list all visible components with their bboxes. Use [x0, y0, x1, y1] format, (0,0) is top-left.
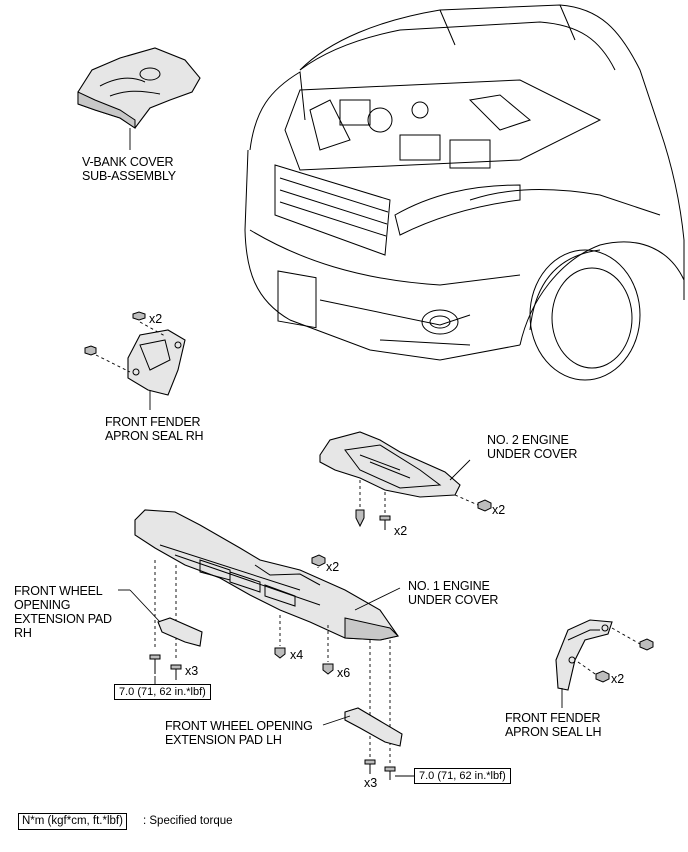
- label-no1-under-cover: NO. 1 ENGINE UNDER COVER: [408, 579, 499, 607]
- qty-no2-clip: x2: [394, 524, 408, 538]
- apron-seal-rh-part: [84, 311, 186, 410]
- qty-no2-bolt: x2: [492, 503, 506, 517]
- no2-under-cover-part: [319, 431, 492, 530]
- qty-no1-right: x6: [337, 666, 351, 680]
- no1-under-cover-part: [134, 509, 401, 766]
- label-apron-seal-rh: FRONT FENDER APRON SEAL RH: [105, 415, 204, 443]
- label-v-bank-cover: V-BANK COVER SUB-ASSEMBLY: [82, 155, 176, 183]
- label-no2-under-cover: NO. 2 ENGINE UNDER COVER: [487, 433, 578, 461]
- extension-pad-lh-part: [322, 707, 414, 780]
- label-extension-pad-rh: FRONT WHEEL OPENING EXTENSION PAD RH: [14, 584, 112, 640]
- qty-rh-seal-top: x2: [149, 312, 163, 326]
- qty-lh-pad: x3: [364, 776, 378, 790]
- qty-no1-top: x2: [326, 560, 340, 574]
- extension-pad-rh-part: [118, 589, 203, 647]
- apron-seal-lh-part: [555, 619, 654, 708]
- qty-lh-seal: x2: [611, 672, 625, 686]
- legend-torque-text: : Specified torque: [143, 815, 233, 827]
- torque-spec-right: 7.0 (71, 62 in.*lbf): [414, 768, 511, 784]
- torque-spec-left: 7.0 (71, 62 in.*lbf): [114, 684, 211, 700]
- qty-rh-pad: x3: [185, 664, 199, 678]
- legend-torque-unit: N*m (kgf*cm, ft.*lbf): [18, 813, 127, 830]
- label-apron-seal-lh: FRONT FENDER APRON SEAL LH: [505, 711, 602, 739]
- vehicle-front-illustration: [244, 4, 685, 381]
- qty-no1-mid: x4: [290, 648, 304, 662]
- label-extension-pad-lh: FRONT WHEEL OPENING EXTENSION PAD LH: [165, 719, 313, 747]
- v-bank-cover-part: [77, 47, 201, 150]
